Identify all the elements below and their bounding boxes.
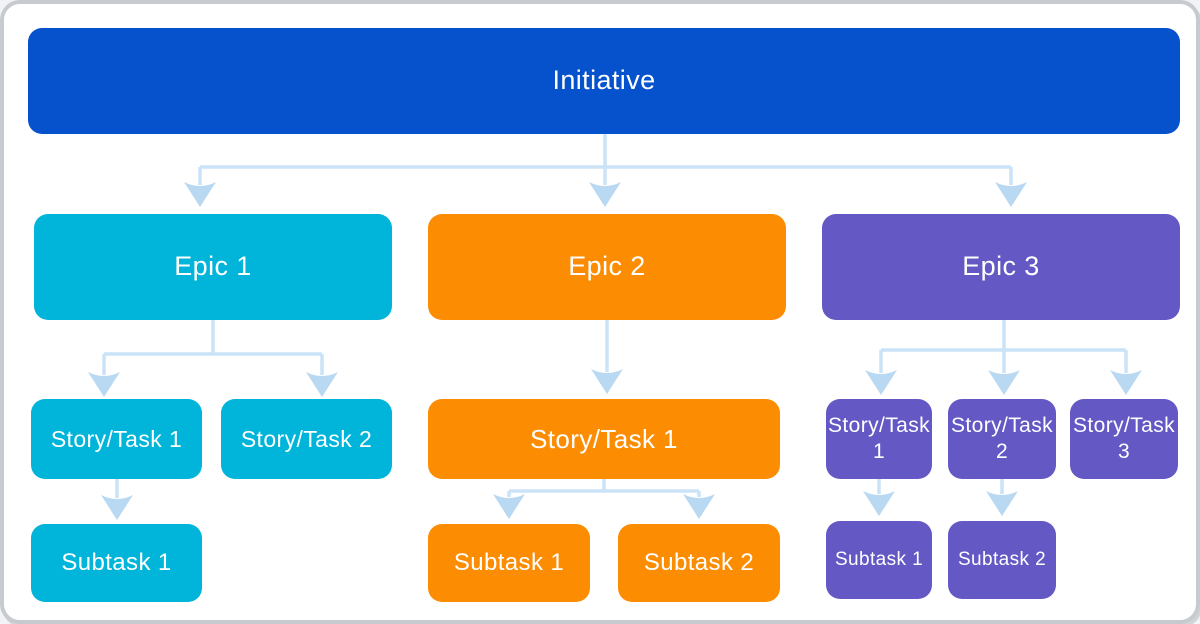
connector-line — [198, 134, 1013, 185]
node-label: Subtask 2 — [643, 549, 755, 576]
epic3-subtask1-node: Subtask 1 — [826, 521, 932, 599]
node-label: Story/Task 1 — [827, 413, 931, 463]
epic1-story2-node: Story/Task 2 — [221, 399, 392, 479]
connector-epic3-to-stories — [865, 320, 1142, 395]
connector-epic2-story-to-subtasks — [493, 479, 715, 519]
initiative-node: Initiative — [28, 28, 1180, 134]
node-label: Subtask 1 — [453, 549, 565, 576]
node-label: Story/Task 2 — [950, 413, 1054, 463]
connector-line — [879, 320, 1128, 373]
node-label: Subtask 1 — [61, 549, 172, 576]
epic3-story2-node: Story/Task 2 — [948, 399, 1056, 479]
connector-initiative-to-epics — [184, 134, 1027, 207]
epic2-subtask1-node: Subtask 1 — [428, 524, 590, 602]
node-label: Subtask 2 — [957, 549, 1047, 571]
node-label: Story/Task 1 — [530, 423, 678, 454]
connector-line — [507, 479, 701, 497]
connector-epic3-stories-to-subtasks — [863, 479, 1018, 516]
node-label: Subtask 1 — [834, 549, 924, 571]
arrowhead — [591, 369, 623, 394]
arrowhead — [865, 370, 1142, 395]
arrowhead — [863, 491, 1018, 516]
connector-line — [877, 479, 1004, 494]
connectors-layer — [88, 134, 1142, 520]
arrowhead — [101, 495, 133, 520]
node-label: Epic 1 — [174, 251, 252, 282]
epic3-story3-node: Story/Task 3 — [1070, 399, 1178, 479]
connector-line — [102, 320, 324, 375]
connector-epic1-to-stories — [88, 320, 338, 397]
connector-epic2-to-story — [591, 320, 623, 394]
epic2-subtask2-node: Subtask 2 — [618, 524, 780, 602]
epic-2-node: Epic 2 — [428, 214, 786, 320]
epic3-subtask2-node: Subtask 2 — [948, 521, 1056, 599]
epic1-story1-node: Story/Task 1 — [31, 399, 202, 479]
epic2-story1-node: Story/Task 1 — [428, 399, 780, 479]
node-label: Story/Task 2 — [240, 425, 373, 452]
connector-epic1-story1-to-subtask — [101, 479, 133, 520]
epic3-story1-node: Story/Task 1 — [826, 399, 932, 479]
epic1-subtask1-node: Subtask 1 — [31, 524, 202, 602]
node-label: Initiative — [552, 65, 656, 96]
epic-1-node: Epic 1 — [34, 214, 392, 320]
epic-3-node: Epic 3 — [822, 214, 1180, 320]
node-label: Story/Task 3 — [1072, 413, 1176, 463]
arrowhead — [184, 182, 1027, 207]
node-label: Epic 3 — [962, 251, 1040, 282]
node-label: Story/Task 1 — [50, 425, 183, 452]
node-label: Epic 2 — [568, 251, 646, 282]
nodes-layer: Initiative Epic 1 Epic 2 Epic 3 Story/Ta… — [4, 4, 1196, 620]
